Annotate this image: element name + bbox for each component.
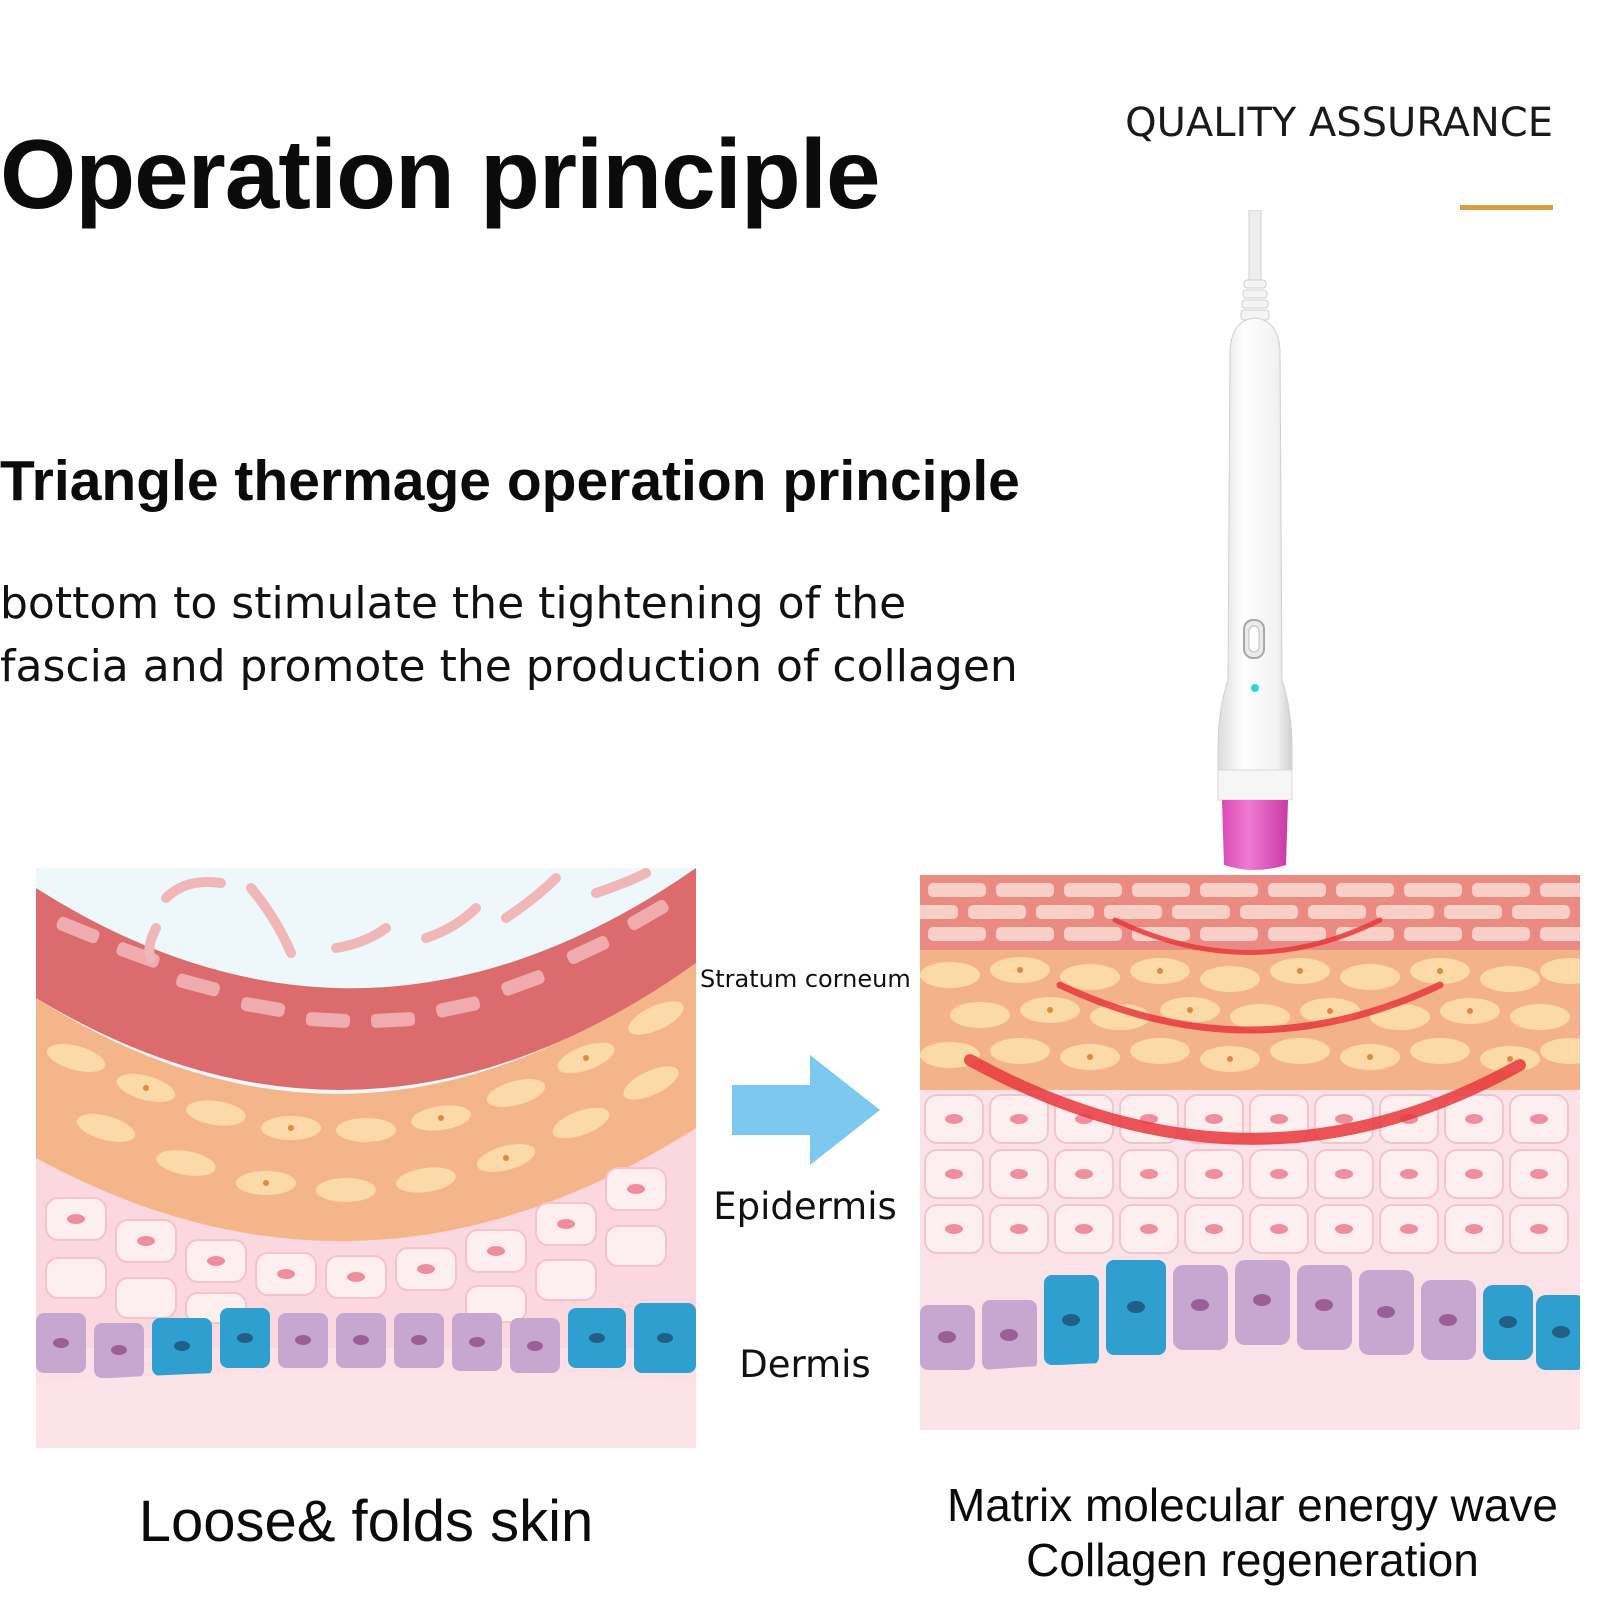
caption-energy-wave: Matrix molecular energy wave	[946, 1479, 1558, 1531]
label-dermis: Dermis	[739, 1343, 871, 1386]
page-title: Operation principle	[0, 119, 880, 229]
label-stratum-corneum: Stratum corneum	[700, 965, 911, 993]
rf-device-icon	[1217, 210, 1293, 870]
accent-line	[1460, 205, 1553, 210]
description-line-1: bottom to stimulate the tightening of th…	[0, 578, 907, 629]
caption-collagen: Collagen regeneration	[1026, 1534, 1479, 1586]
loose-skin-illustration	[36, 868, 696, 1448]
label-epidermis: Epidermis	[713, 1185, 897, 1228]
section-subtitle: Triangle thermage operation principle	[0, 449, 1020, 513]
description-line-2: fascia and promote the production of col…	[0, 641, 1018, 692]
quality-badge: QUALITY ASSURANCE	[1125, 100, 1553, 146]
arrow-right-icon	[732, 1055, 880, 1165]
caption-loose-skin: Loose& folds skin	[138, 1489, 594, 1554]
tight-skin-illustration	[920, 875, 1580, 1430]
